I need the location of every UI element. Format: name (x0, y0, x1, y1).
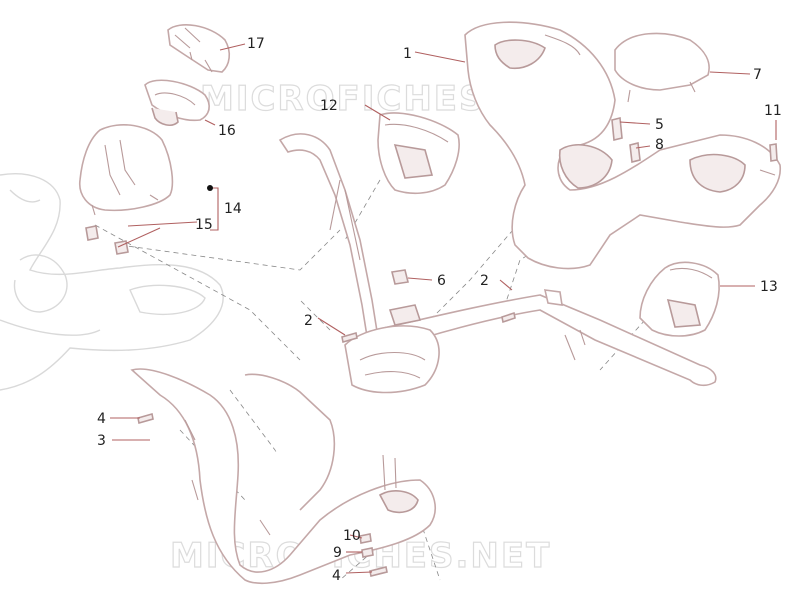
part-13-switch-housing (639, 261, 720, 337)
callout-15: 15 (195, 217, 213, 233)
callout-7: 7 (753, 67, 762, 83)
callout-labels: 1 2 2 3 4 4 5 6 7 8 9 10 11 12 13 14 15 … (97, 36, 782, 584)
callout-6: 6 (437, 273, 446, 289)
callout-8: 8 (655, 137, 664, 153)
callout-3: 3 (97, 433, 106, 449)
callout-4-upper: 4 (97, 411, 106, 427)
part-15-clips (85, 225, 129, 255)
callout-11: 11 (764, 103, 782, 119)
part-16-instrument-housing (144, 79, 210, 127)
callout-14: 14 (224, 201, 242, 217)
callout-4-lower: 4 (332, 568, 341, 584)
callout-16: 16 (218, 123, 236, 139)
part-17-cover (167, 24, 231, 73)
callout-9: 9 (333, 545, 342, 561)
part-14-dashboard-cover (79, 124, 174, 216)
callout-2-left: 2 (304, 313, 313, 329)
screws (137, 116, 778, 577)
handlebar-clamp (344, 304, 440, 394)
callout-5: 5 (655, 117, 664, 133)
callout-2-right: 2 (480, 273, 489, 289)
callout-17: 17 (247, 36, 265, 52)
part-1-rear-handlebar-cover (464, 21, 782, 270)
part-12-switch-housing (377, 112, 460, 195)
leader-lines (110, 43, 777, 574)
callout-13: 13 (760, 279, 778, 295)
callout-10: 10 (343, 528, 361, 544)
callout-1: 1 (403, 46, 412, 62)
ghost-scooter-body (0, 173, 224, 391)
part-7-upper-cover (614, 32, 710, 103)
callout-12: 12 (320, 98, 338, 114)
part-6-nut (391, 269, 409, 285)
part-3-front-lower-cover (130, 368, 436, 585)
bracket-dot (207, 185, 213, 191)
